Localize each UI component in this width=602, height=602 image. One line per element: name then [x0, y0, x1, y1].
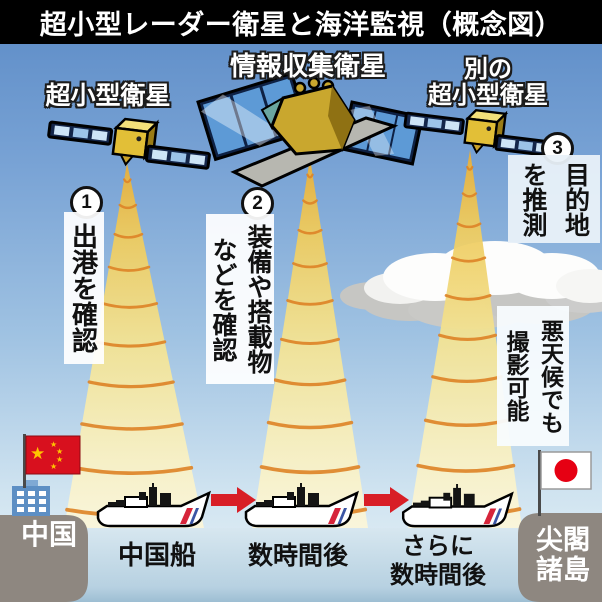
beam-stripe — [80, 422, 184, 431]
beam-stripe — [259, 465, 361, 475]
microsat-left-label: 超小型衛星 — [45, 82, 171, 110]
step-1-text: 出港を確認 — [64, 212, 104, 364]
beam-stripe — [72, 465, 194, 476]
beam-stripe — [113, 232, 144, 239]
beam-stripe — [87, 380, 175, 389]
beam-stripe — [107, 265, 151, 272]
ship2-label: 数時間後 — [247, 542, 348, 570]
page-title: 超小型レーダー衛星と海洋監視（概念図） — [39, 9, 563, 40]
beam-stripe — [273, 378, 347, 387]
star-icon: ★ — [56, 455, 63, 464]
beam-stripe — [466, 165, 474, 171]
microsat-right-label: 別の 超小型衛星 — [428, 56, 548, 110]
senkaku-landmass — [518, 513, 602, 602]
china-label: 中国 — [20, 519, 77, 550]
ship1-label: 中国船 — [117, 540, 196, 570]
arrow-right-icon — [211, 487, 256, 513]
beam-stripe — [302, 199, 318, 205]
beam-stripe — [431, 375, 503, 383]
beam-stripe — [306, 173, 314, 179]
step-2-text: 装備や搭載物 などを確認 — [206, 214, 274, 384]
beam-stripe — [123, 178, 132, 184]
star-icon: ★ — [50, 462, 57, 471]
beam-stripe — [297, 228, 323, 235]
arrow-right-icon — [364, 487, 409, 513]
star-icon: ★ — [30, 444, 45, 463]
title-bar: 超小型レーダー衛星と海洋監視（概念図） — [0, 0, 602, 44]
beam-stripe — [101, 302, 159, 309]
microsat-left-icon — [47, 117, 211, 170]
beam-stripe — [286, 299, 334, 306]
beam-stripe — [266, 420, 354, 430]
beam-stripe — [292, 262, 328, 269]
beam-stripe — [444, 294, 492, 301]
china-flag-icon: ★ ★ ★ ★ ★ — [23, 434, 81, 488]
beam-stripe — [456, 222, 482, 229]
beam-stripe — [280, 337, 340, 346]
beam-stripe — [450, 256, 487, 263]
beam-stripe — [416, 463, 516, 473]
sea — [0, 528, 602, 602]
beam-stripe — [118, 203, 138, 210]
china-landmass — [0, 515, 88, 602]
weather-note: 悪天候でも 撮影可能 — [497, 306, 569, 446]
beam-stripe — [461, 192, 478, 198]
building-icon — [12, 480, 50, 516]
japan-flag-icon — [538, 450, 592, 516]
ship3-label: さらに 数時間後 — [390, 533, 486, 589]
beam-stripe — [438, 333, 498, 341]
igs-satellite-label: 情報収集衛星 — [229, 51, 386, 81]
igs-satellite-icon — [196, 71, 425, 188]
senkaku-label: 尖閣 諸島 — [536, 525, 590, 585]
star-icon: ★ — [56, 447, 63, 456]
step-3-text: 目的地 を推測 — [508, 155, 600, 243]
microsat-right-icon — [403, 109, 556, 158]
star-icon: ★ — [50, 440, 57, 449]
